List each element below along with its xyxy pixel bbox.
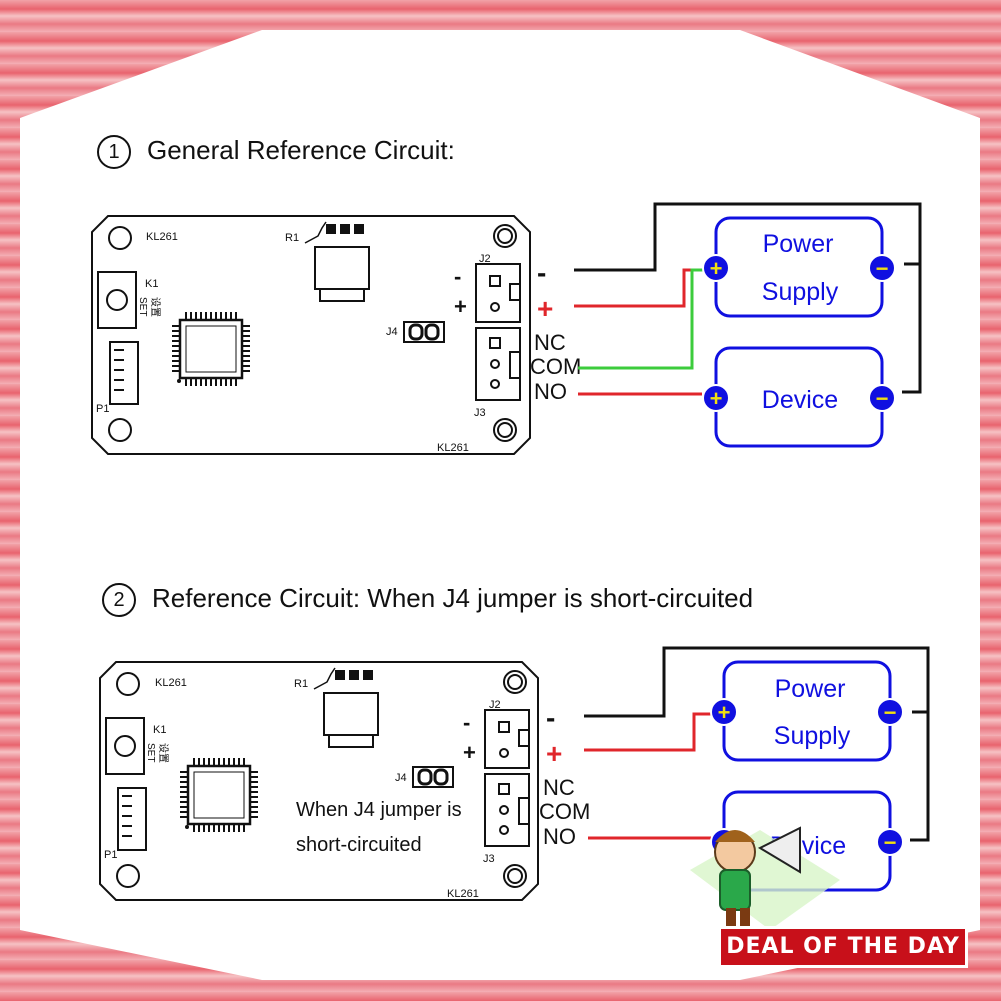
power-supply-box-2: Power Supply + − (710, 660, 904, 762)
r1-label: R1 (285, 232, 299, 244)
r1-label: R1 (294, 678, 308, 690)
svg-text:−: − (884, 700, 897, 725)
com-label: COM (530, 354, 581, 379)
supply-label: Supply (762, 278, 839, 306)
positive-terminal-icon (702, 254, 730, 282)
power-label: Power (763, 230, 834, 258)
j4-jumper-shorted (412, 766, 454, 788)
mount-hole (493, 224, 517, 248)
section2-title: Reference Circuit: When J4 jumper is sho… (152, 583, 754, 613)
svg-text:−: − (876, 256, 889, 281)
wire-red-positive (584, 712, 714, 752)
mount-hole (503, 670, 527, 694)
device-box-1: Device + − (702, 346, 896, 448)
negative-terminal-icon (876, 828, 904, 856)
mount-hole (116, 672, 140, 696)
power-supply-box-1: Power Supply + − (702, 216, 896, 318)
terminal-plus-label: + (546, 738, 562, 769)
no-label: NO (534, 379, 567, 404)
pcb-board-1: KL261 KL261 R1 K1 SET 设置 P1 (91, 215, 531, 455)
k1-button (105, 717, 145, 775)
j3-label: J3 (483, 853, 495, 865)
svg-text:−: − (876, 386, 889, 411)
set-cn-label: 设置 (157, 743, 169, 763)
power-label: Power (775, 675, 846, 703)
board-plus-label: + (454, 294, 467, 319)
section2-number: 2 (102, 583, 136, 617)
k1-button (97, 271, 137, 329)
j2-label: J2 (479, 253, 491, 265)
board-model-label: KL261 (146, 231, 178, 243)
p1-label: P1 (104, 849, 117, 861)
svg-text:+: + (710, 256, 723, 281)
terminal-plus-label: + (537, 293, 553, 324)
section1-title: General Reference Circuit: (147, 135, 455, 165)
j4-label: J4 (386, 326, 398, 338)
wire-black-ground (584, 646, 930, 842)
j2-label: J2 (489, 699, 501, 711)
mount-hole (493, 418, 517, 442)
svg-text:+: + (710, 386, 723, 411)
terminal-minus-label: - (537, 257, 546, 288)
j4-label: J4 (395, 772, 407, 784)
mount-hole (108, 226, 132, 250)
svg-text:+: + (718, 700, 731, 725)
nc-label: NC (543, 775, 575, 800)
p1-connector (109, 341, 139, 405)
device-label: Device (762, 386, 838, 414)
j4-note-line1: When J4 jumper is (296, 799, 462, 821)
wire-green-com (578, 268, 706, 370)
p1-connector (117, 787, 147, 851)
supply-label: Supply (774, 722, 851, 750)
k1-label: K1 (153, 724, 166, 736)
board-model-label: KL261 (447, 888, 479, 900)
set-cn-label: 设置 (149, 297, 161, 317)
j4-jumper (403, 321, 445, 343)
pcb-board-2: KL261 KL261 R1 K1 SET 设置 P1 (99, 661, 539, 901)
k1-label: K1 (145, 278, 158, 290)
negative-terminal-icon (876, 698, 904, 726)
positive-terminal-icon (710, 698, 738, 726)
board-plus-label: + (463, 740, 476, 765)
set-label: SET (145, 743, 156, 762)
negative-terminal-icon (868, 384, 896, 412)
mcu-chip (180, 758, 258, 832)
nc-label: NC (534, 330, 566, 355)
deal-mascot-icon (690, 826, 840, 930)
p1-label: P1 (96, 403, 109, 415)
board-model-label: KL261 (437, 442, 469, 454)
j4-note-line2: short-circuited (296, 834, 422, 856)
set-label: SET (137, 297, 148, 316)
j3-label: J3 (474, 407, 486, 419)
no-label: NO (543, 824, 576, 849)
board-minus-label: - (454, 264, 461, 289)
deal-of-the-day-badge: DEAL OF THE DAY (718, 926, 968, 968)
section1-number: 1 (97, 135, 131, 169)
com-label: COM (539, 799, 590, 824)
mount-hole (116, 864, 140, 888)
terminal-minus-label: - (546, 702, 555, 733)
mcu-chip (172, 312, 250, 386)
board-model-label: KL261 (155, 677, 187, 689)
mount-hole (108, 418, 132, 442)
negative-terminal-icon (868, 254, 896, 282)
wire-black-ground (574, 202, 922, 394)
board-minus-label: - (463, 710, 470, 735)
mount-hole (503, 864, 527, 888)
positive-terminal-icon (702, 384, 730, 412)
svg-text:−: − (884, 830, 897, 855)
